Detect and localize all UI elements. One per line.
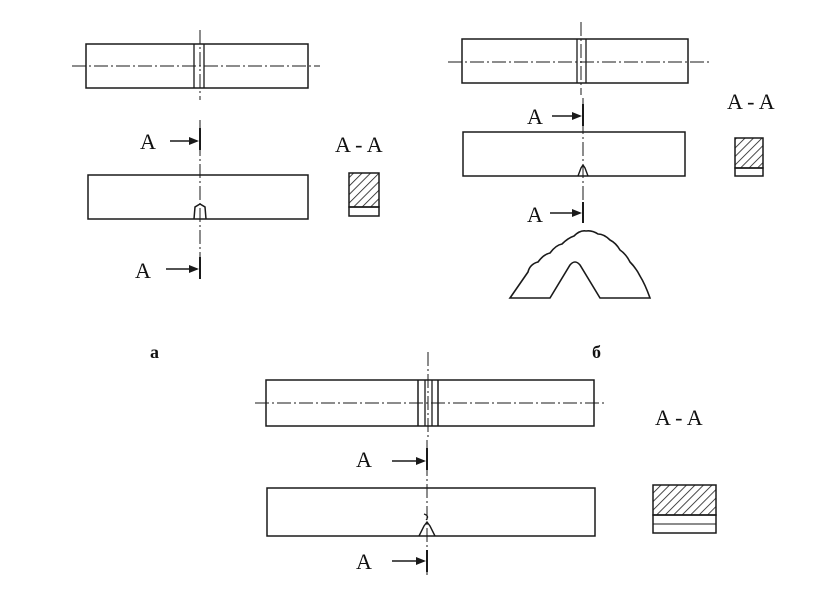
fracture-notch-profile (508, 230, 652, 299)
section-label-a-lower: A (135, 258, 151, 283)
arrowhead-c-upper (416, 457, 426, 465)
notch-b (577, 163, 589, 177)
arrowhead-b-lower (572, 209, 582, 217)
section-label-c-lower: A (356, 549, 372, 574)
arrowhead-b-upper (572, 112, 582, 120)
section-label-b-lower: A (527, 202, 543, 227)
section-label-c-upper: A (356, 447, 372, 472)
cross-section-a-hatched (348, 172, 380, 208)
section-label-a-upper: A (140, 129, 156, 154)
cross-section-a-base (348, 206, 380, 217)
specimen-b-side-view (462, 131, 686, 177)
specimen-b-top-view (461, 38, 689, 84)
section-title-b: A - A (727, 89, 775, 114)
arrowhead-a-upper (189, 137, 199, 145)
cross-section-c-hatched (652, 484, 717, 516)
notch-c (418, 520, 436, 537)
caption-a: а (150, 342, 159, 362)
section-label-b-upper: A (527, 104, 543, 129)
panel-b: A A A - A б (448, 22, 775, 362)
specimen-a-side-view (87, 174, 309, 220)
panel-a: A A A - A а (72, 30, 383, 362)
specimen-c-side-view (266, 487, 596, 537)
panel-c: A A A - A (255, 352, 717, 575)
section-title-a: A - A (335, 132, 383, 157)
arrowhead-a-lower (189, 265, 199, 273)
notch-a (193, 203, 207, 220)
arrowhead-c-lower (416, 557, 426, 565)
cross-section-b-base (734, 167, 764, 177)
notch-c-mark (423, 513, 429, 521)
caption-b: б (592, 342, 601, 362)
section-title-c: A - A (655, 405, 703, 430)
cross-section-b-hatched (734, 137, 764, 169)
